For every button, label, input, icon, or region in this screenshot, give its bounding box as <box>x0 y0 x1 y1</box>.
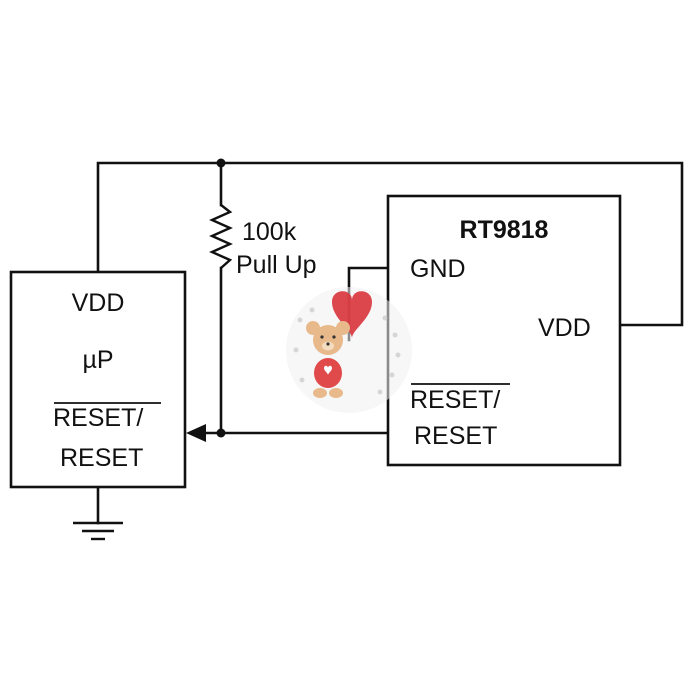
mcu-reset-label-line2: RESET <box>60 444 143 472</box>
resistor-icon <box>209 204 233 269</box>
ic-gnd-label: GND <box>410 255 466 283</box>
mcu-reset-label-line1: RESET/ <box>53 404 143 432</box>
vdd-rail-wire <box>96 161 684 327</box>
junction-dot-top <box>216 158 226 168</box>
mcu-vdd-label: VDD <box>72 289 125 317</box>
junction-dot-reset <box>216 428 226 438</box>
teddy-bear-icon <box>286 287 412 413</box>
ic-vdd-label: VDD <box>538 314 591 342</box>
resistor-value-label: 100k <box>242 218 297 246</box>
mcu-name-label: µP <box>82 346 113 374</box>
ground-symbol-icon <box>73 521 123 541</box>
ic-name-label: RT9818 <box>460 216 549 244</box>
ic-reset-label-line1: RESET/ <box>410 386 500 414</box>
ic-box <box>386 194 622 467</box>
ic-reset-label-line2: RESET <box>414 422 497 450</box>
arrow-icon <box>186 424 206 442</box>
mcu-box <box>9 270 187 489</box>
resistor-description-label: Pull Up <box>236 251 317 279</box>
